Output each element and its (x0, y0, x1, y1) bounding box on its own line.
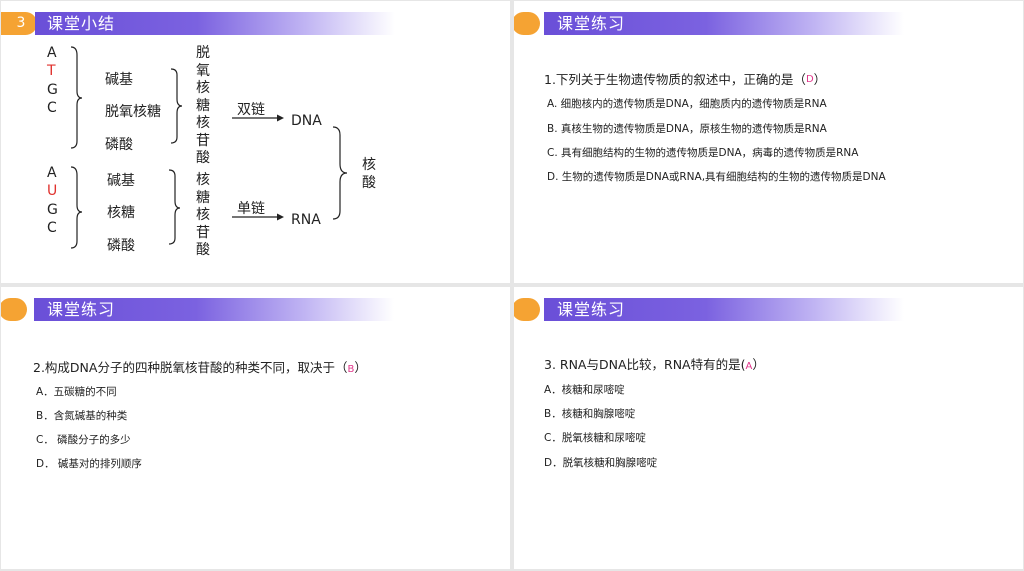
rna-part-ribose: 核糖 (107, 205, 135, 221)
rna-part-base: 碱基 (107, 173, 135, 189)
option-b: B. 真核生物的遗传物质是DNA，原核生物的遗传物质是RNA (547, 123, 827, 135)
dna-part-base: 碱基 (105, 72, 133, 88)
dna-nucleotide-label: 脱氧核糖核苷酸 (196, 45, 210, 166)
header-tab (1, 298, 27, 321)
rna-base-a: A (47, 165, 57, 181)
rna-base-c: C (47, 220, 57, 236)
option-d: D．脱氧核糖和胸腺嘧啶 (544, 457, 658, 469)
rna-base-g: G (47, 202, 58, 218)
dna-part-phosphate: 磷酸 (105, 137, 133, 153)
option-c: C. 具有细胞结构的生物的遗传物质是DNA，病毒的遗传物质是RNA (547, 147, 859, 159)
slide-exercise-2[interactable]: 课堂练习 2.构成DNA分子的四种脱氧核苷酸的种类不同，取决于（B） A．五碳糖… (1, 287, 510, 569)
summary-diagram-lines (70, 46, 348, 249)
dna-base-t: T (47, 63, 56, 79)
dna-part-deoxyribose: 脱氧核糖 (105, 104, 161, 120)
slide-number: 3 (16, 15, 26, 31)
option-a: A. 细胞核内的遗传物质是DNA，细胞质内的遗传物质是RNA (547, 98, 827, 110)
answer-2: B (347, 364, 355, 375)
slide-title: 课堂练习 (557, 14, 626, 33)
option-d: D． 碱基对的排列顺序 (36, 458, 142, 470)
option-b: B．含氮碱基的种类 (36, 410, 128, 422)
dna-base-a: A (47, 45, 57, 61)
dna-base-g: G (47, 82, 58, 98)
answer-3: A (745, 361, 753, 372)
title-bar (544, 12, 904, 35)
title-bar (34, 298, 394, 321)
slide-exercise-3[interactable]: 课堂练习 3. RNA与DNA比较，RNA特有的是(A） A．核糖和尿嘧啶 B．… (514, 287, 1023, 569)
title-bar (544, 298, 904, 321)
slide-exercise-1[interactable]: 课堂练习 1.下列关于生物遗传物质的叙述中，正确的是（D） A. 细胞核内的遗传… (514, 1, 1023, 283)
header-tab (514, 12, 540, 35)
rna-strand-label: 单链 (237, 201, 265, 217)
option-d: D. 生物的遗传物质是DNA或RNA,具有细胞结构的生物的遗传物质是DNA (547, 171, 886, 183)
dna-label: DNA (291, 113, 322, 129)
rna-label: RNA (291, 212, 321, 228)
slide-title: 课堂练习 (557, 300, 626, 319)
rna-base-u: U (47, 183, 58, 199)
slide-title: 课堂练习 (47, 300, 116, 319)
option-b: B．核糖和胸腺嘧啶 (544, 408, 636, 420)
option-a: A．核糖和尿嘧啶 (544, 384, 625, 396)
slide-number-badge (1, 12, 37, 35)
rna-part-phosphate: 磷酸 (107, 238, 135, 254)
slide-summary[interactable]: 3 课堂小结 A T G C 碱基 脱氧核糖 磷酸 脱氧核糖核苷酸 双链 DNA… (1, 1, 510, 283)
answer-1: D (805, 74, 814, 85)
slide-title: 课堂小结 (47, 14, 116, 33)
option-c: C．脱氧核糖和尿嘧啶 (544, 432, 646, 444)
option-a: A．五碳糖的不同 (36, 386, 117, 398)
header-tab (514, 298, 540, 321)
question-1: 1.下列关于生物遗传物质的叙述中，正确的是（D） (544, 72, 827, 87)
nucleic-acid-label: 核酸 (362, 157, 376, 191)
option-c: C． 磷酸分子的多少 (36, 434, 131, 446)
dna-base-c: C (47, 100, 57, 116)
dna-strand-label: 双链 (237, 102, 265, 118)
question-2: 2.构成DNA分子的四种脱氧核苷酸的种类不同，取决于（B） (33, 360, 367, 375)
rna-nucleotide-label: 核糖核苷酸 (196, 172, 210, 258)
question-3: 3. RNA与DNA比较，RNA特有的是(A） (544, 357, 765, 372)
title-bar (35, 12, 395, 35)
